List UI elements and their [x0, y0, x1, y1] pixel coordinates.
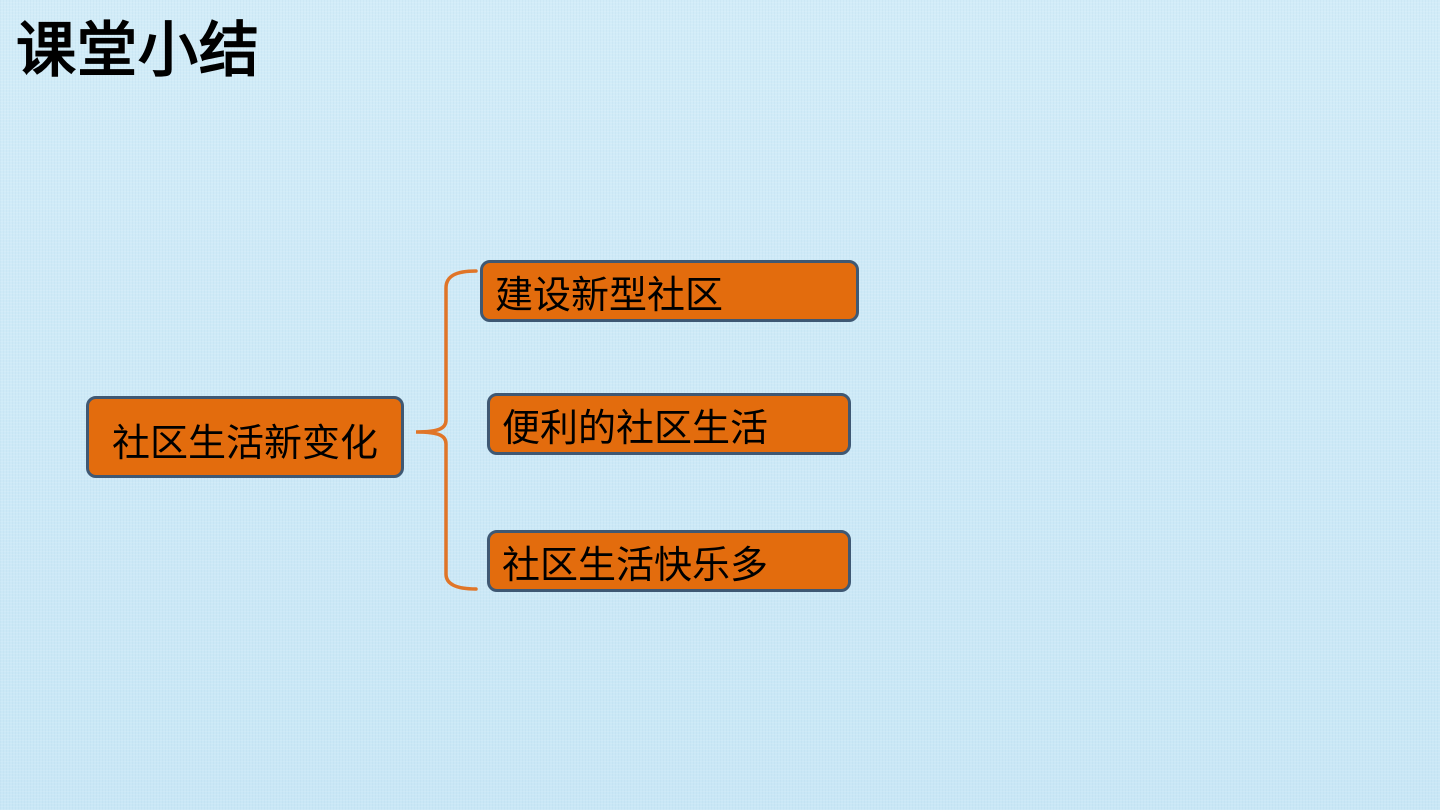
branch-node-label: 便利的社区生活 — [502, 405, 769, 450]
branch-node-3: 社区生活快乐多 — [487, 530, 851, 592]
branch-node-label: 建设新型社区 — [495, 272, 724, 317]
slide-title: 课堂小结 — [16, 16, 260, 86]
branch-node-2: 便利的社区生活 — [487, 393, 851, 455]
branch-node-label: 社区生活快乐多 — [502, 542, 769, 587]
branch-node-1: 建设新型社区 — [480, 260, 859, 322]
root-node-label: 社区生活新变化 — [111, 420, 378, 465]
root-node: 社区生活新变化 — [86, 396, 404, 478]
